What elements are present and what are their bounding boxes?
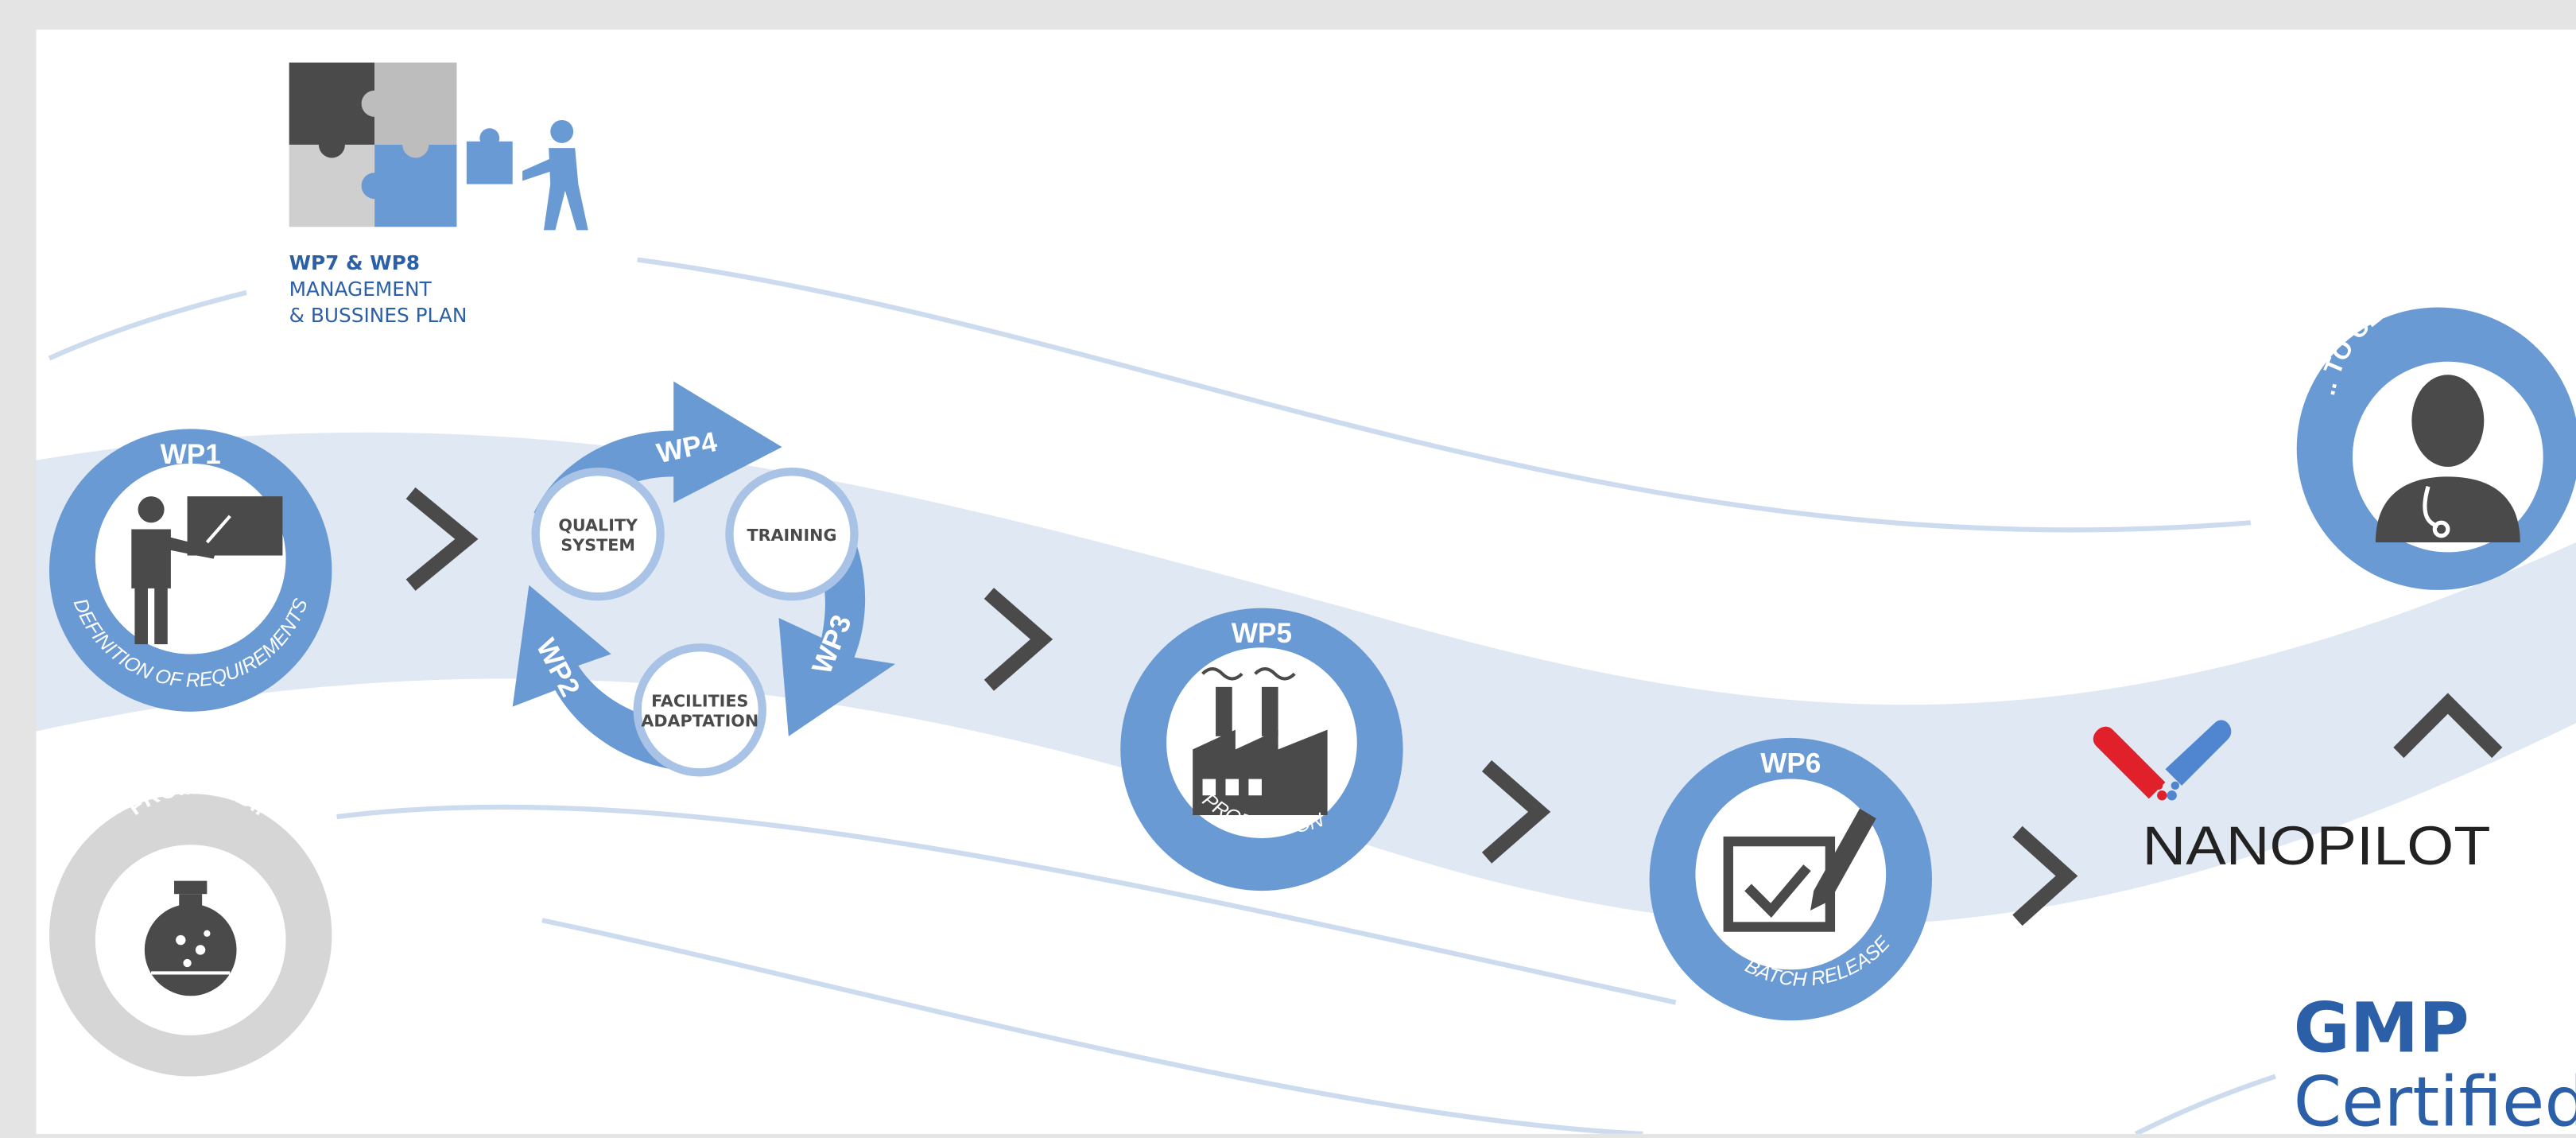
- facilities-adaptation-node: [633, 643, 766, 777]
- wave-line-bottom: [541, 918, 1643, 1134]
- management-line2: & BUSSINES PLAN: [289, 304, 467, 327]
- chevron-right-icon: [405, 487, 479, 591]
- wave-line-bottom-right: [2134, 1074, 2276, 1134]
- facilities-line2: ADAPTATION: [641, 711, 758, 730]
- from-lab-node: FROM LAB..: [48, 774, 332, 1077]
- facilities-line1: FACILITIES: [651, 692, 748, 711]
- wave-line-top: [637, 257, 2252, 533]
- management-line1: MANAGEMENT: [289, 278, 433, 301]
- doctor-icon: [2375, 375, 2520, 543]
- flask-icon: [144, 880, 237, 996]
- teacher-board-icon: [131, 496, 283, 645]
- chevron-right-icon: [2012, 825, 2078, 926]
- chevron-up-icon: [2393, 693, 2503, 759]
- quality-system-line1: QUALITY: [558, 516, 638, 535]
- checklist-pen-icon: [1723, 808, 1876, 932]
- nanopilot-brand: NANOPILOT: [2142, 816, 2490, 876]
- quality-system-line2: SYSTEM: [561, 535, 634, 554]
- wp5-node: WP5 PRODUCTION: [1120, 608, 1403, 891]
- puzzle-person-icon: [289, 62, 588, 231]
- wp6-title: WP6: [1760, 748, 1821, 779]
- training-node: [725, 467, 859, 601]
- clinical-trials-node: .. TO CLINICAL TRIALS: [2296, 276, 2576, 590]
- gmp-subtitle: Certified: [2294, 1062, 2576, 1134]
- chevron-right-icon: [983, 588, 1053, 691]
- nanopilot-logo-icon: [2093, 720, 2232, 801]
- wp1-title: WP1: [161, 439, 221, 470]
- quality-system-node: [531, 467, 665, 601]
- management-wp-label: WP7 & WP8: [289, 251, 420, 274]
- training-label: TRAINING: [747, 526, 837, 545]
- wp5-title: WP5: [1232, 618, 1292, 649]
- chevron-right-icon: [1481, 760, 1551, 864]
- wp6-node: WP6 BATCH RELEASE: [1649, 737, 1932, 1021]
- wave-line-mid: [336, 804, 1677, 1005]
- gmp-title: GMP: [2294, 988, 2469, 1069]
- wp1-node: WP1 DEFINITION OF REQUIREMENTS: [48, 429, 332, 712]
- wp3-arrow: [778, 493, 896, 736]
- wp-cycle: WP4 WP3 WP2 QUALITY SYSTEM TRAINING FACI…: [512, 381, 896, 777]
- wave-line-top-left: [48, 289, 247, 361]
- factory-icon: [1193, 667, 1328, 816]
